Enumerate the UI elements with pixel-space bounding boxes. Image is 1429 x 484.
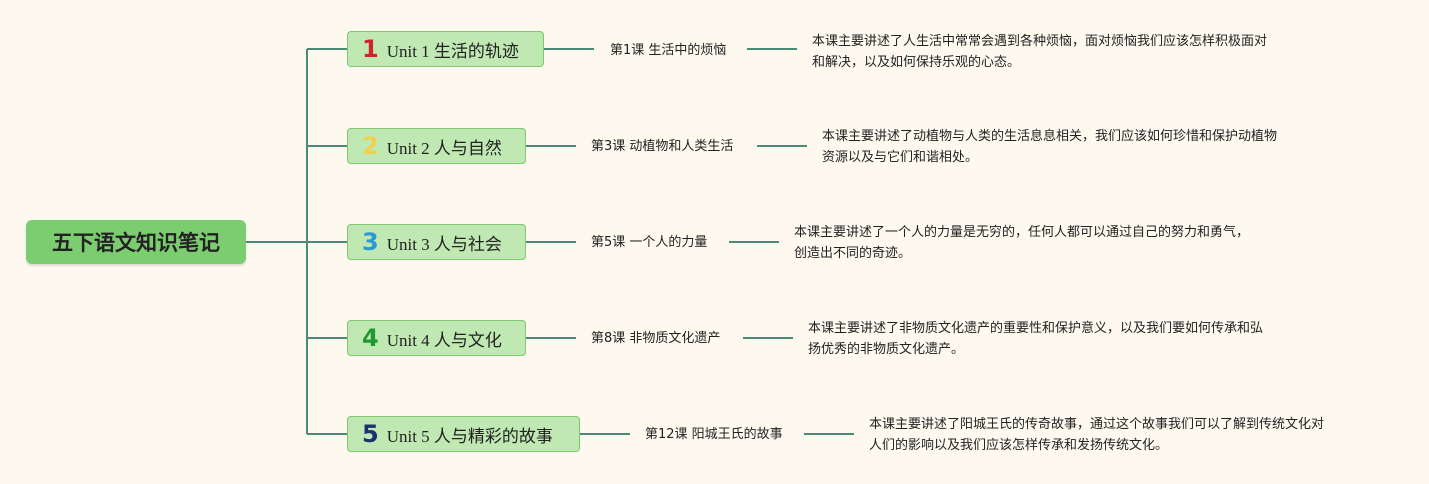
- summary-line: 本课主要讲述了动植物与人类的生活息息相关，我们应该如何珍惜和保护动植物: [822, 129, 1278, 144]
- number-5-icon: 5: [362, 420, 379, 448]
- root-title: 五下语文知识笔记: [52, 231, 220, 255]
- root-topic[interactable]: 五下语文知识笔记: [26, 220, 246, 264]
- summary-node[interactable]: 本课主要讲述了阳城王氏的传奇故事，通过这个故事我们可以了解到传统文化对 人们的影…: [869, 414, 1324, 456]
- lesson-node[interactable]: 第1课 生活中的烦恼: [610, 43, 727, 58]
- unit-label: Unit 4 人与文化: [386, 330, 502, 350]
- summary-line: 本课主要讲述了非物质文化遗产的重要性和保护意义，以及我们要如何传承和弘: [808, 321, 1264, 336]
- summary-line: 资源以及与它们和谐相处。: [822, 150, 979, 165]
- unit-node-4[interactable]: 4 Unit 4 人与文化: [347, 320, 526, 356]
- summary-line: 扬优秀的非物质文化遗产。: [808, 342, 965, 357]
- number-4-icon: 4: [362, 324, 379, 352]
- number-2-icon: 2: [362, 132, 379, 160]
- summary-line: 本课主要讲述了一个人的力量是无穷的，任何人都可以通过自己的努力和勇气，: [794, 225, 1250, 240]
- summary-line: 本课主要讲述了阳城王氏的传奇故事，通过这个故事我们可以了解到传统文化对: [869, 417, 1325, 432]
- unit-label: Unit 2 人与自然: [386, 138, 502, 158]
- number-1-icon: 1: [362, 35, 379, 63]
- unit-node-1[interactable]: 1 Unit 1 生活的轨迹: [347, 31, 544, 67]
- summary-node[interactable]: 本课主要讲述了动植物与人类的生活息息相关，我们应该如何珍惜和保护动植物 资源以及…: [822, 126, 1277, 168]
- unit-node-2[interactable]: 2 Unit 2 人与自然: [347, 128, 526, 164]
- summary-node[interactable]: 本课主要讲述了一个人的力量是无穷的，任何人都可以通过自己的努力和勇气， 创造出不…: [794, 222, 1249, 264]
- number-3-icon: 3: [362, 228, 379, 256]
- summary-node[interactable]: 本课主要讲述了非物质文化遗产的重要性和保护意义，以及我们要如何传承和弘 扬优秀的…: [808, 318, 1263, 360]
- summary-line: 和解决，以及如何保持乐观的心态。: [812, 55, 1021, 70]
- unit-label: Unit 1 生活的轨迹: [386, 41, 519, 61]
- summary-line: 人们的影响以及我们应该怎样传承和发扬传统文化。: [869, 438, 1169, 453]
- lesson-node[interactable]: 第5课 一个人的力量: [591, 235, 708, 250]
- unit-label: Unit 3 人与社会: [386, 234, 502, 254]
- lesson-node[interactable]: 第12课 阳城王氏的故事: [645, 427, 783, 442]
- unit-node-5[interactable]: 5 Unit 5 人与精彩的故事: [347, 416, 580, 452]
- lesson-node[interactable]: 第8课 非物质文化遗产: [591, 331, 721, 346]
- unit-node-3[interactable]: 3 Unit 3 人与社会: [347, 224, 526, 260]
- summary-line: 本课主要讲述了人生活中常常会遇到各种烦恼，面对烦恼我们应该怎样积极面对: [812, 34, 1268, 49]
- unit-label: Unit 5 人与精彩的故事: [386, 426, 553, 446]
- summary-line: 创造出不同的奇迹。: [794, 246, 912, 261]
- summary-node[interactable]: 本课主要讲述了人生活中常常会遇到各种烦恼，面对烦恼我们应该怎样积极面对 和解决，…: [812, 31, 1267, 73]
- lesson-node[interactable]: 第3课 动植物和人类生活: [591, 139, 734, 154]
